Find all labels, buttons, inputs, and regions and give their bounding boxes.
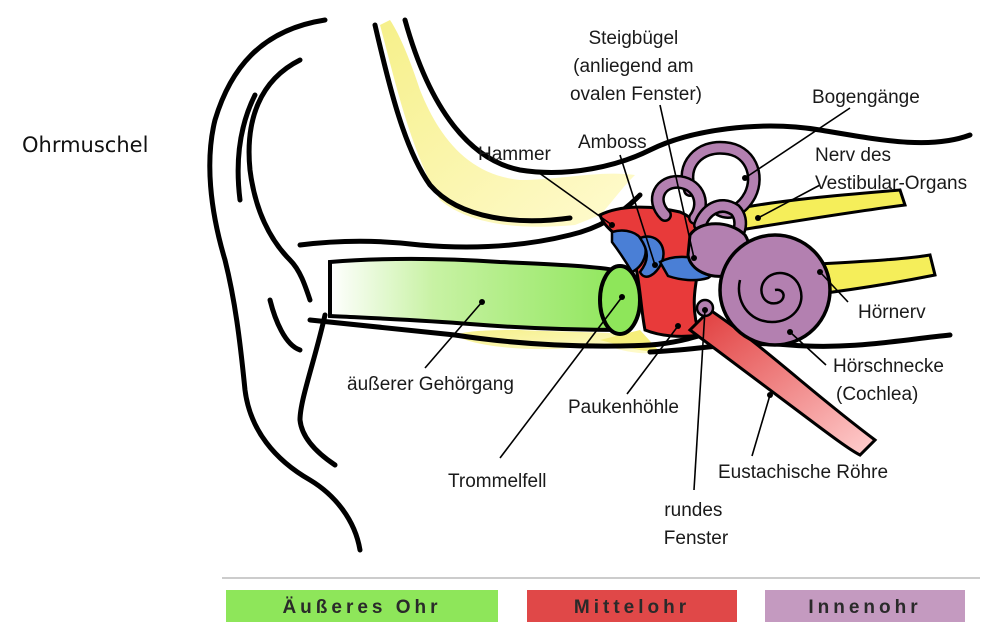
label-amboss: Amboss	[578, 132, 647, 153]
label-hoerschnecke: Hörschnecke (Cochlea)	[833, 356, 949, 405]
legend-label-inner-ear: Innenohr	[808, 597, 921, 618]
label-rundes-fenster: rundes Fenster	[664, 500, 729, 549]
label-hammer: Hammer	[478, 144, 552, 165]
label-steigbuegel: Steigbügel (anliegend am ovalen Fenster)	[570, 28, 702, 105]
label-nerv-vestibular: Nerv des Vestibular-Organs	[815, 145, 967, 194]
label-hoernerv: Hörnerv	[858, 302, 926, 323]
label-eustachische: Eustachische Röhre	[718, 462, 888, 483]
legend-item-inner-ear: Innenohr	[765, 590, 965, 622]
label-gehoergang: äußerer Gehörgang	[347, 374, 514, 395]
label-trommelfell: Trommelfell	[448, 471, 547, 492]
legend-item-middle-ear: Mittelohr	[527, 590, 737, 622]
auricle-inner-fold	[249, 60, 310, 300]
legend-label-outer-ear: Äußeres Ohr	[282, 597, 441, 618]
legend: Äußeres Ohr Mittelohr Innenohr	[226, 590, 965, 622]
lobule-fold	[300, 315, 335, 465]
temporal-bone-upper	[380, 20, 635, 227]
label-bogengaenge: Bogengänge	[812, 87, 920, 108]
legend-item-outer-ear: Äußeres Ohr	[226, 590, 498, 622]
ear-canal	[330, 259, 625, 330]
legend-label-middle-ear: Mittelohr	[574, 597, 690, 618]
diagram-title: Ohrmuschel	[22, 133, 148, 157]
antitragus	[270, 300, 300, 350]
label-paukenhoehle: Paukenhöhle	[568, 397, 679, 418]
